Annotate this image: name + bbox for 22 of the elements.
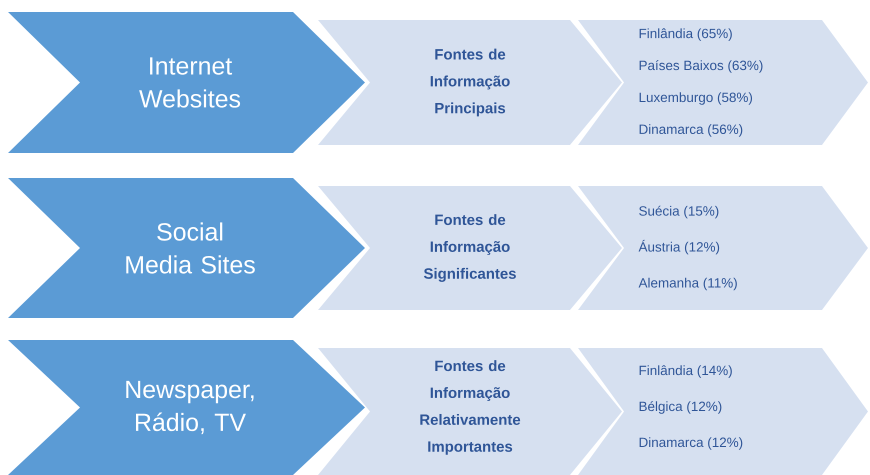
node-label: Suécia (15%) (639, 206, 718, 218)
node-label: Fontes de Informação Relativamente Importantes (420, 360, 520, 455)
chevron-box: Fontes de Informação Principais (318, 20, 622, 145)
node-label: Fontes de Informação Principais (430, 48, 510, 116)
node-label: Áustria (12%) (638, 240, 720, 254)
node-label: Dinamarca (12%) (640, 437, 742, 450)
node-label: Luxemburgo (58%) (640, 92, 752, 105)
chevron-box: Newspaper, Rádio, TV (8, 340, 365, 475)
chevron-box: Fontes de Informação Relativamente Importantes (318, 348, 622, 475)
chevron-box: Internet Websites (8, 12, 365, 153)
chevron-box: Finlândia (14%) Bélgica (12%) Dinamarca (12%) (578, 348, 868, 475)
node-label: Fontes de Informação Significantes (424, 214, 516, 282)
node-label: Dinamarca (56%) (640, 124, 742, 137)
node-label: Finlândia (65%) (640, 28, 732, 41)
chevron-box: Fontes de Informação Significantes (318, 186, 622, 310)
node-label: Finlândia (14%) (640, 365, 732, 378)
node-label: Países Baixos (63%) (640, 60, 762, 73)
chevron-box: Social Media Sites (8, 178, 365, 318)
chevron-box: Suécia (15%) Áustria (12%) Alemanha (11%) (578, 186, 868, 310)
node-label: Bélgica (12%) (640, 401, 722, 414)
chevron-box: Finlândia (65%) Países Baixos (63%) Luxemburgo (58%) Dinamarca (56%) (578, 20, 868, 145)
node-label: Alemanha (11%) (638, 278, 737, 290)
